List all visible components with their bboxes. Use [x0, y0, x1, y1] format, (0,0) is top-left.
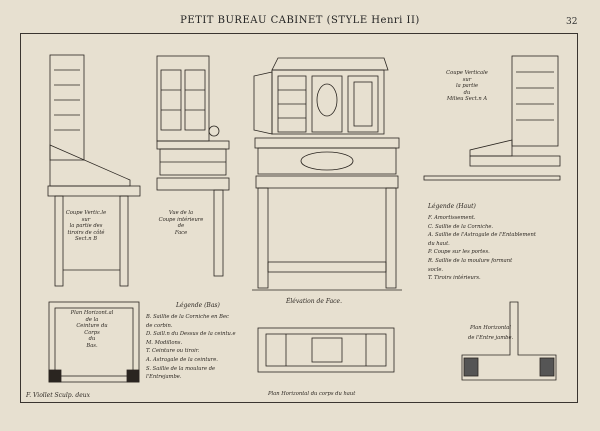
plan-base-drawing [48, 301, 140, 383]
page-number: 32 [566, 17, 578, 27]
legend-bottom-list: B. Saillie de la Corniche en Bec de corb… [146, 314, 236, 381]
legend-top-list: F. Amortissement.C. Saillie de la Cornic… [428, 215, 536, 282]
caption-elevation: Élévation de Face. [286, 298, 342, 305]
plan-entrejambe-drawing [461, 301, 557, 381]
engraver-signature: F. Viollet Sculp. deux [26, 392, 91, 399]
plate-border [20, 33, 578, 403]
plate-title: PETIT BUREAU CABINET (STYLE Henri II) [180, 15, 420, 26]
section-b-drawing [47, 54, 141, 287]
caption-plan-entrejambe-sub: de l'Entre jambe. [468, 335, 514, 341]
legend-bottom-heading: Légende (Bas) [176, 302, 220, 309]
section-a-drawing [423, 55, 561, 181]
caption-plan-entrejambe: Plan Horizontal [470, 325, 512, 331]
legend-top-heading: Légende (Haut) [428, 203, 476, 210]
caption-plan-top: Plan Horizontal du corps du haut [268, 391, 356, 397]
plan-top-drawing [257, 327, 395, 373]
front-elevation-drawing [252, 57, 402, 291]
interior-view-drawing [156, 55, 230, 277]
